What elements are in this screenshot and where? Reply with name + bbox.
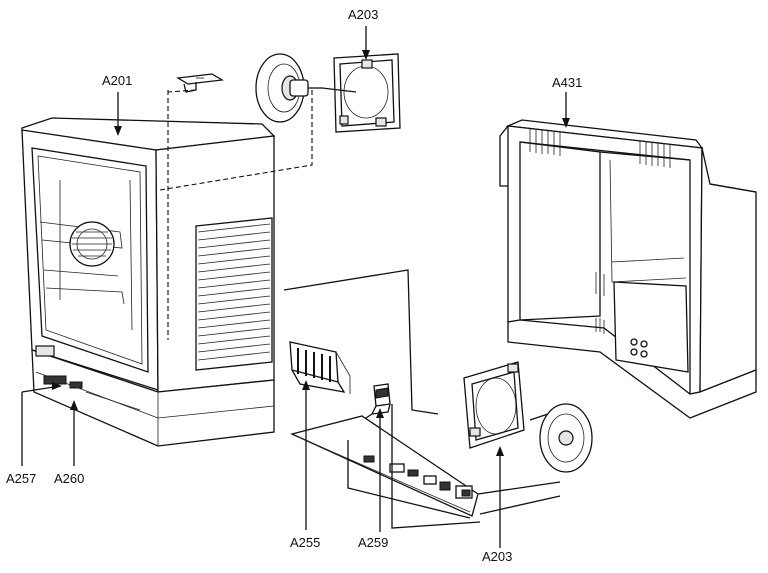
label-a203-top: A203 [348,7,379,22]
bottom-speaker-holder [463,361,525,449]
top-speaker-holder [321,53,401,133]
label-a259: A259 [358,535,389,550]
leader-lines [21,26,570,548]
front-cabinet [21,117,276,447]
bottom-speaker [529,403,593,473]
label-a431: A431 [552,75,583,90]
clip-part [365,383,391,419]
circuit-board [290,415,561,519]
grille-bracket [289,341,351,394]
rear-cabinet [499,119,757,419]
label-a257: A257 [6,471,37,486]
top-bracket [176,73,224,93]
top-speaker [255,53,322,123]
label-a255: A255 [290,535,321,550]
label-a201: A201 [102,73,133,88]
label-a203-bottom: A203 [482,549,513,564]
label-a260: A260 [54,471,85,486]
